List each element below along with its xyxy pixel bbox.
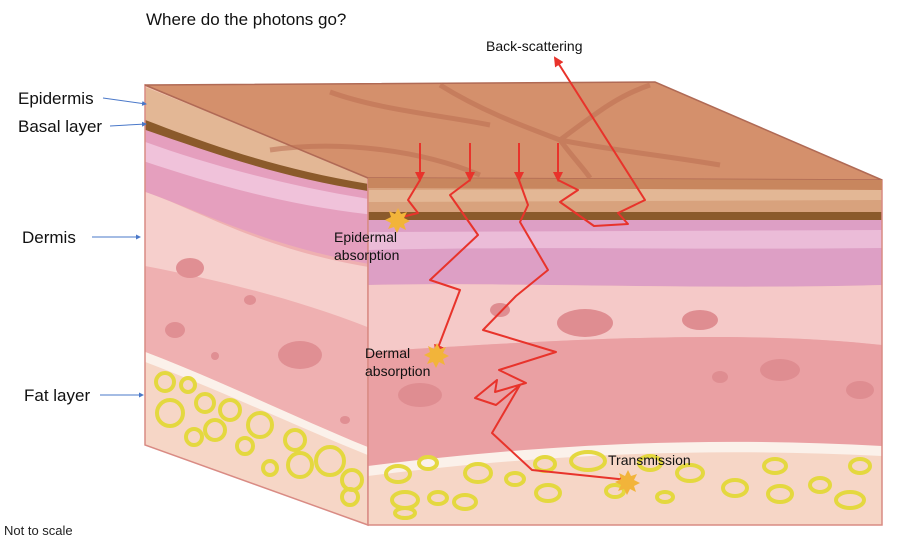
label-basal-layer: Basal layer [18,117,103,136]
dermal-absorption-path [429,179,479,355]
footnote-not-to-scale: Not to scale [4,523,73,538]
label-epidermal-absorption: Epidermal absorption [334,228,399,264]
dermal-absorption-star [424,343,449,368]
photon-paths [397,56,646,485]
label-dermal-line1: Dermal [365,345,411,361]
absorption-markers [385,208,640,495]
basal-pointer [109,121,147,127]
front-face [368,178,882,525]
transmission-path [474,179,630,485]
label-dermis: Dermis [22,228,76,247]
diagram-title: Where do the photons go? [146,10,347,29]
epidermal-absorption-star [385,208,410,233]
label-epidermal-line1: Epidermal [334,229,398,245]
label-back-scattering: Back-scattering [486,38,583,54]
layer-pointers [92,97,147,398]
epidermis-pointer [102,97,147,106]
epidermal-absorption-path [397,179,421,219]
label-dermal-line2: absorption [365,363,431,379]
label-epidermal-line2: absorption [334,247,400,263]
label-epidermis: Epidermis [18,89,94,108]
label-dermal-absorption: Dermal absorption [365,344,430,380]
back-scattering-path [553,56,646,227]
top-face [144,81,883,190]
transmission-star [615,470,640,495]
label-transmission: Transmission [608,452,691,468]
label-fat-layer: Fat layer [24,386,91,405]
